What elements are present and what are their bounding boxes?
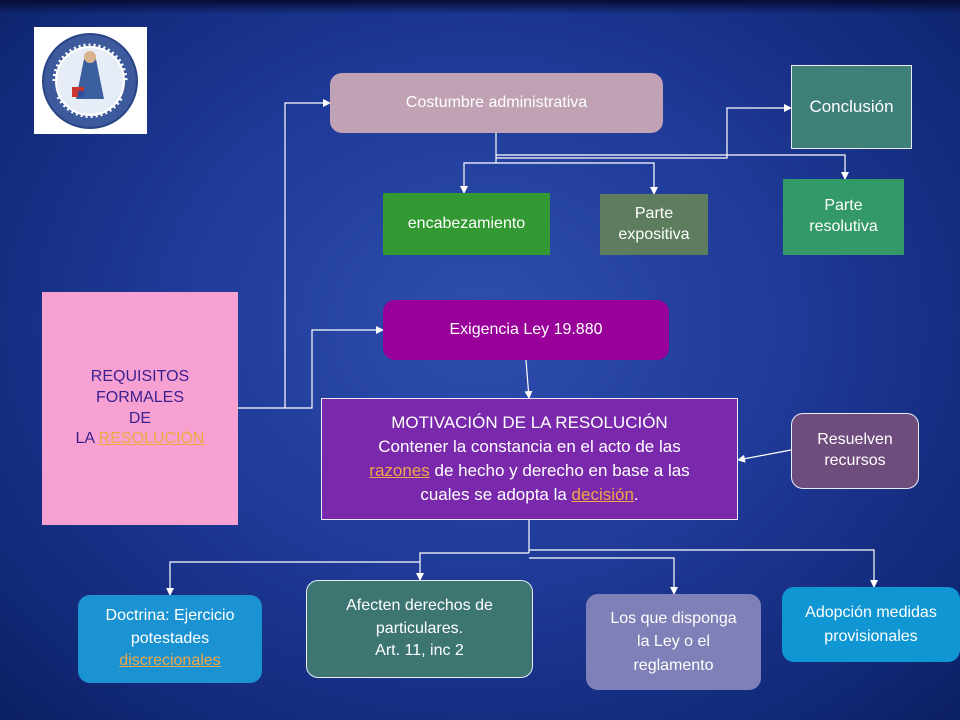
exigencia-ley-box: Exigencia Ley 19.880 xyxy=(383,300,669,360)
razones-link[interactable]: razones xyxy=(369,461,430,480)
requisitos-line2: FORMALES xyxy=(95,388,184,406)
motivacion-line4: cuales se adopta la decisión. xyxy=(369,483,689,507)
connector-resuelven-motivacion xyxy=(737,449,792,463)
connector-requisitos-costumbre xyxy=(238,99,331,409)
expositiva-line2: expositiva xyxy=(618,225,690,243)
costumbre-administrativa-box: Costumbre administrativa xyxy=(330,73,663,133)
resolutiva-line1: Parte xyxy=(824,197,863,215)
encabezamiento-label: encabezamiento xyxy=(407,214,526,232)
disponga-ley-box: Los que disponga la Ley o el reglamento xyxy=(586,594,761,690)
encabezamiento-box: encabezamiento xyxy=(383,193,550,255)
top-shadow-band xyxy=(0,0,960,14)
connector-requisitos-exigencia xyxy=(285,326,384,409)
conclusion-box: Conclusión xyxy=(791,65,912,149)
motivacion-line4-prefix: cuales se adopta la xyxy=(420,485,572,505)
motivacion-line2: Contener la constancia en el acto de las xyxy=(378,436,681,456)
discrecionales-link[interactable]: discrecionales xyxy=(119,652,221,670)
disponga-line2: la Ley o el xyxy=(637,633,710,651)
afecten-line3: Art. 11, inc 2 xyxy=(375,642,464,660)
adopcion-line2: provisionales xyxy=(824,627,918,645)
requisitos-line4: LA RESOLUCIÓN xyxy=(76,429,205,450)
connector-to-disponga xyxy=(529,557,678,595)
resuelven-recursos-box: Resuelven recursos xyxy=(791,413,919,489)
exigencia-label: Exigencia Ley 19.880 xyxy=(449,320,603,338)
doctrina-line1: Doctrina: Ejercicio xyxy=(105,607,235,625)
connector-to-adopcion xyxy=(529,549,878,588)
afecten-derechos-box: Afecten derechos de particulares. Art. 1… xyxy=(306,580,533,678)
expositiva-line1: Parte xyxy=(634,204,674,222)
requisitos-formales-box: REQUISITOS FORMALES DE LA RESOLUCIÓN xyxy=(42,292,238,525)
decision-link[interactable]: decisión xyxy=(571,485,634,505)
connector-to-resolutiva xyxy=(496,154,849,180)
conclusion-label: Conclusión xyxy=(809,96,894,116)
disponga-line3: reglamento xyxy=(633,656,714,674)
motivacion-line4-suffix: . xyxy=(633,485,639,505)
resuelven-line1: Resuelven xyxy=(817,431,893,449)
requisitos-line1: REQUISITOS xyxy=(90,367,190,385)
motivacion-resolucion-box: MOTIVACIÓN DE LA RESOLUCIÓN Contener la … xyxy=(321,398,738,520)
motivacion-title: MOTIVACIÓN DE LA RESOLUCIÓN xyxy=(391,412,668,432)
connector-exigencia-motivacion xyxy=(524,359,533,399)
motivacion-line3-rest: de hecho y derecho en base a las xyxy=(429,461,690,480)
doctrina-box: Doctrina: Ejercicio potestades discrecio… xyxy=(78,595,262,683)
motivacion-line3: razones de hecho y derecho en base a las xyxy=(369,459,689,483)
requisitos-line3: DE xyxy=(128,409,152,427)
requisitos-line4-prefix: LA xyxy=(75,430,99,448)
contraloria-seal-logo xyxy=(34,27,147,134)
afecten-line1: Afecten derechos de xyxy=(346,597,493,615)
doctrina-line2: potestades xyxy=(130,629,210,647)
adopcion-medidas-box: Adopción medidas provisionales xyxy=(782,587,960,662)
costumbre-label: Costumbre administrativa xyxy=(405,93,588,111)
adopcion-line1: Adopción medidas xyxy=(805,604,937,622)
connector-to-expositiva xyxy=(496,162,658,195)
parte-resolutiva-box: Parte resolutiva xyxy=(783,179,904,255)
connector-to-conclusion xyxy=(496,104,792,159)
disponga-line1: Los que disponga xyxy=(610,610,737,628)
resuelven-line2: recursos xyxy=(824,452,886,469)
connector-to-encabezamiento xyxy=(460,162,496,194)
seal-icon xyxy=(42,33,138,129)
resolucion-link[interactable]: RESOLUCIÓN xyxy=(98,430,205,448)
resolutiva-line2: resolutiva xyxy=(809,218,878,235)
afecten-line2: particulares. xyxy=(375,619,464,637)
parte-expositiva-box: Parte expositiva xyxy=(600,194,708,255)
